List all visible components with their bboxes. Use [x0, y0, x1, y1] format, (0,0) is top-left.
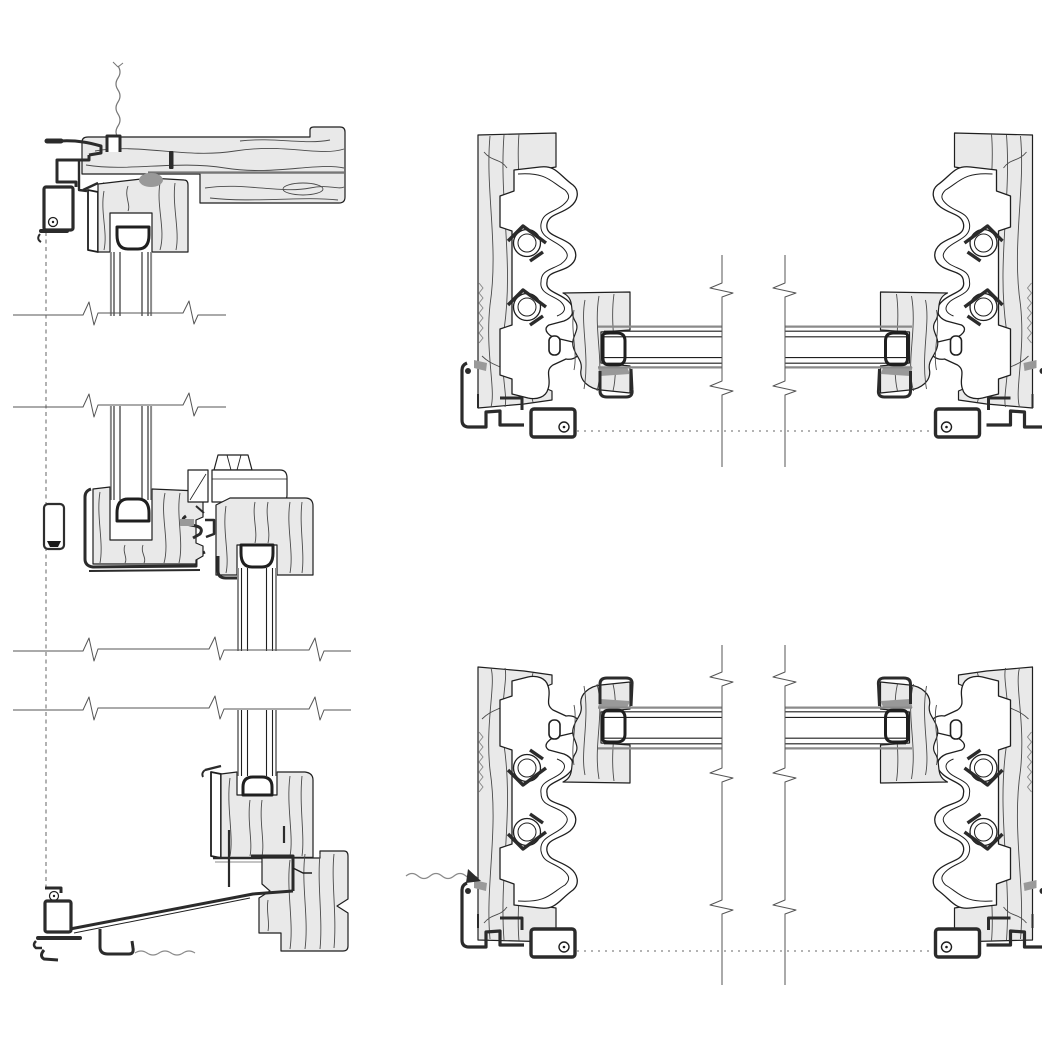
break-lines-upper-pair: [13, 300, 226, 418]
sill-section-detail: [32, 764, 349, 962]
frame-cladding-left: [460, 880, 577, 959]
horizontal-section-bottom-detail: [405, 645, 1042, 985]
frame-cladding-right: [933, 880, 1042, 959]
glazing-unit-lower-sash: [237, 568, 277, 776]
transom-section-detail: [42, 454, 314, 580]
jamb-assembly-right-flipped: [876, 666, 1034, 943]
head-section-detail: [37, 61, 346, 253]
jamb-assembly-left: [477, 132, 634, 409]
jamb-assembly-left-flipped: [477, 666, 634, 943]
jamb-assembly-right: [876, 132, 1034, 409]
break-lines-lower-pair: [13, 636, 351, 721]
frame-cladding-right: [933, 360, 1042, 439]
horizontal-section-top-detail: [460, 132, 1042, 467]
glazing-unit-upper-sash: [109, 252, 153, 500]
frame-cladding-left: [460, 360, 577, 439]
